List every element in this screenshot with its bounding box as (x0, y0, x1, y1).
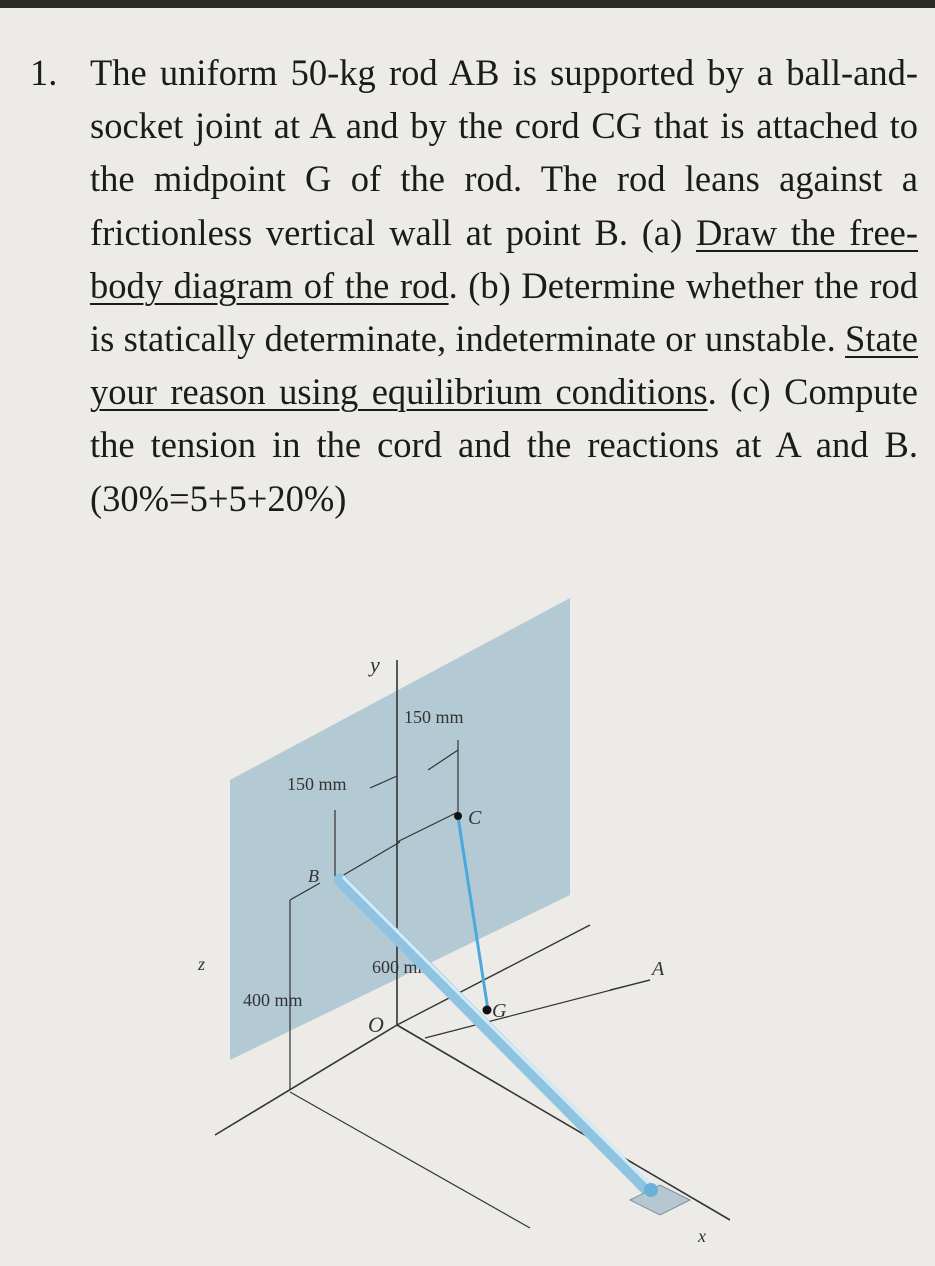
dim-150-top-arrow (427, 749, 459, 771)
top-bar (0, 0, 935, 8)
rod-diagram: 400 mm 150 mm 150 mm 600 mm y C B O G A … (197, 598, 731, 1246)
guide-b-horizontal (334, 841, 401, 881)
dim-150-left-label: 150 mm (287, 774, 347, 794)
problem-text-fbd-task: Draw the free-body diagram of the rod (90, 211, 918, 306)
z-axis (214, 1024, 398, 1136)
cord-cg (456, 816, 490, 1011)
dim-400-label: 400 mm (243, 990, 303, 1010)
label-a: A (650, 958, 665, 980)
label-o: O (368, 1012, 384, 1037)
problem-text-part-3: . (c) Compute the tension in the cord an… (90, 371, 918, 519)
label-y: y (368, 652, 380, 677)
label-c: C (468, 807, 482, 829)
problem-text-reason-task: State your reason using equilibrium cond… (90, 318, 918, 413)
guide-floor-c (609, 979, 651, 991)
guide-floor-a (289, 1091, 531, 1229)
dim-150-left-arrow (369, 775, 398, 789)
problem-text-part-2: . (b) Determine whether the rod is stati… (90, 264, 918, 360)
vertical-wall (230, 598, 570, 1060)
problem-number: 1. (30, 52, 58, 93)
dim-400-tick-top (289, 882, 321, 901)
guide-c-horizontal (396, 811, 459, 843)
point-g (482, 1005, 492, 1015)
label-g: G (492, 1000, 507, 1022)
ball-joint-a (644, 1183, 658, 1197)
problem-text: The uniform 50-kg rod AB is supported by… (90, 46, 918, 525)
problem-text-part-1: The uniform 50-kg rod AB is supported by… (90, 52, 918, 253)
rod-ab-highlight (341, 875, 652, 1187)
label-z: z (197, 954, 205, 974)
label-b: B (308, 866, 319, 886)
dim-150-top-label: 150 mm (404, 707, 464, 727)
wall-base-line (396, 924, 591, 1026)
rod-ab (333, 873, 655, 1197)
rod-figure: 400 mm 150 mm 150 mm 600 mm y C B O G A … (0, 580, 935, 1261)
label-x: x (697, 1226, 706, 1246)
point-c (454, 812, 462, 820)
x-axis (396, 1024, 731, 1221)
